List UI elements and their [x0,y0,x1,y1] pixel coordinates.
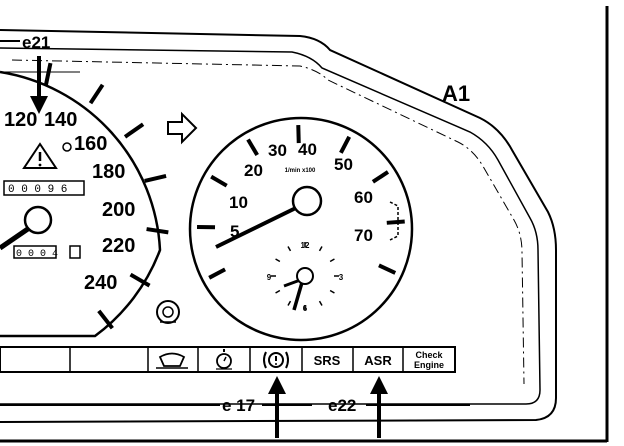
rev-counter-ticks [196,124,405,280]
trip-counter-digit [69,245,81,259]
dimmer-icon [62,142,72,152]
speedometer-hub [23,205,53,235]
rev-counter-tick [378,263,397,275]
speed-label-240: 240 [84,272,117,294]
speedometer-tick [97,309,114,330]
rev-label-40: 40 [298,140,317,159]
check-engine-label-line2: Engine [414,360,444,370]
turn-signal-arrow-icon [167,111,198,145]
speedometer-tick [123,122,145,139]
rev-label-60: 60 [354,188,373,207]
speedometer-tick [88,83,105,105]
speedometer-tick [44,62,53,86]
rev-counter-tick [386,219,405,225]
rev-counter-hub [291,185,323,217]
callout-e21-label: e21 [22,33,50,52]
clock-label-3: 3 [339,273,344,282]
cluster-housing-inner [0,47,541,405]
rev-label-30: 30 [268,141,287,160]
rev-counter-tick [339,135,351,154]
stopwatch-icon [216,349,232,370]
clock-label-12: 12 [301,241,310,250]
clock-tick [329,289,335,294]
callout-e17: e 17 [0,376,312,438]
rev-counter-tick [210,174,228,188]
warning-triangle-icon [22,142,58,169]
check-engine-label-line1: Check [415,350,443,360]
rev-unit-label: 1/min x100 [285,168,316,174]
clock-tick [329,258,335,263]
rev-label-50: 50 [334,155,353,174]
trip-counter-value: 0 0 0 4 [16,249,58,260]
callout-e22-label: e22 [328,396,356,415]
rev-counter-tick [246,138,259,157]
clock-ticks [271,242,339,310]
rev-counter-tick [371,170,390,184]
speed-label-220: 220 [102,235,135,257]
speed-label-160: 160 [74,133,107,155]
callout-e21-arrowhead [30,96,48,114]
srs-label: SRS [314,353,341,368]
speedometer-dial-rim [0,70,162,338]
washer-fluid-icon [156,352,188,369]
speed-label-200: 200 [102,199,135,221]
clock-tick [275,289,281,294]
rev-label-10: 10 [229,193,248,212]
rev-label-20: 20 [244,161,263,180]
odometer-display [3,180,85,196]
rev-counter-dial-rim [188,116,414,342]
asr-label: ASR [364,353,392,368]
odometer-value: 0 0 0 9 6 [8,184,67,196]
clock-label-9: 9 [267,273,272,282]
clock-tick [318,246,323,252]
clock-tick [318,300,323,306]
callout-e21: e21 [0,33,50,114]
rev-counter: 5 10 20 30 40 50 60 70 1/min x100 12 3 6… [188,116,414,342]
speed-label-140: 140 [44,109,77,131]
rev-label-5: 5 [230,222,239,241]
speedometer-tick [129,272,151,288]
callout-e22-arrowhead [370,376,388,394]
clock-label-6: 6 [303,304,308,313]
rev-label-70: 70 [354,226,373,245]
cluster-housing-outer [0,29,557,423]
clock-subdial: 12 3 6 9 [267,241,344,313]
oil-lamp-icon [156,300,180,324]
callout-e17-label: e 17 [222,396,255,415]
callout-e17-arrowhead [268,376,286,394]
speedometer-ticks [44,62,169,330]
clock-hub [296,267,314,285]
clock-tick [287,246,292,252]
brake-warning-icon [263,351,289,369]
callout-e22: e22 [328,376,470,438]
lens-outline [11,59,525,385]
clock-tick [287,300,292,306]
rev-counter-needle [215,201,307,249]
speed-label-180: 180 [92,161,125,183]
speed-label-120: 120 [4,109,37,131]
speedometer-tick [146,227,169,235]
rev-counter-tick [208,267,227,280]
indicator-strip: SRS ASR Check Engine [0,346,456,373]
speedometer: 120 140 160 180 200 220 240 0 0 0 9 6 0 … [0,62,180,338]
clock-tick [275,258,281,263]
trip-counter-display [13,245,57,259]
speedometer-tick [144,173,167,183]
callout-a1-label: A1 [442,81,470,106]
